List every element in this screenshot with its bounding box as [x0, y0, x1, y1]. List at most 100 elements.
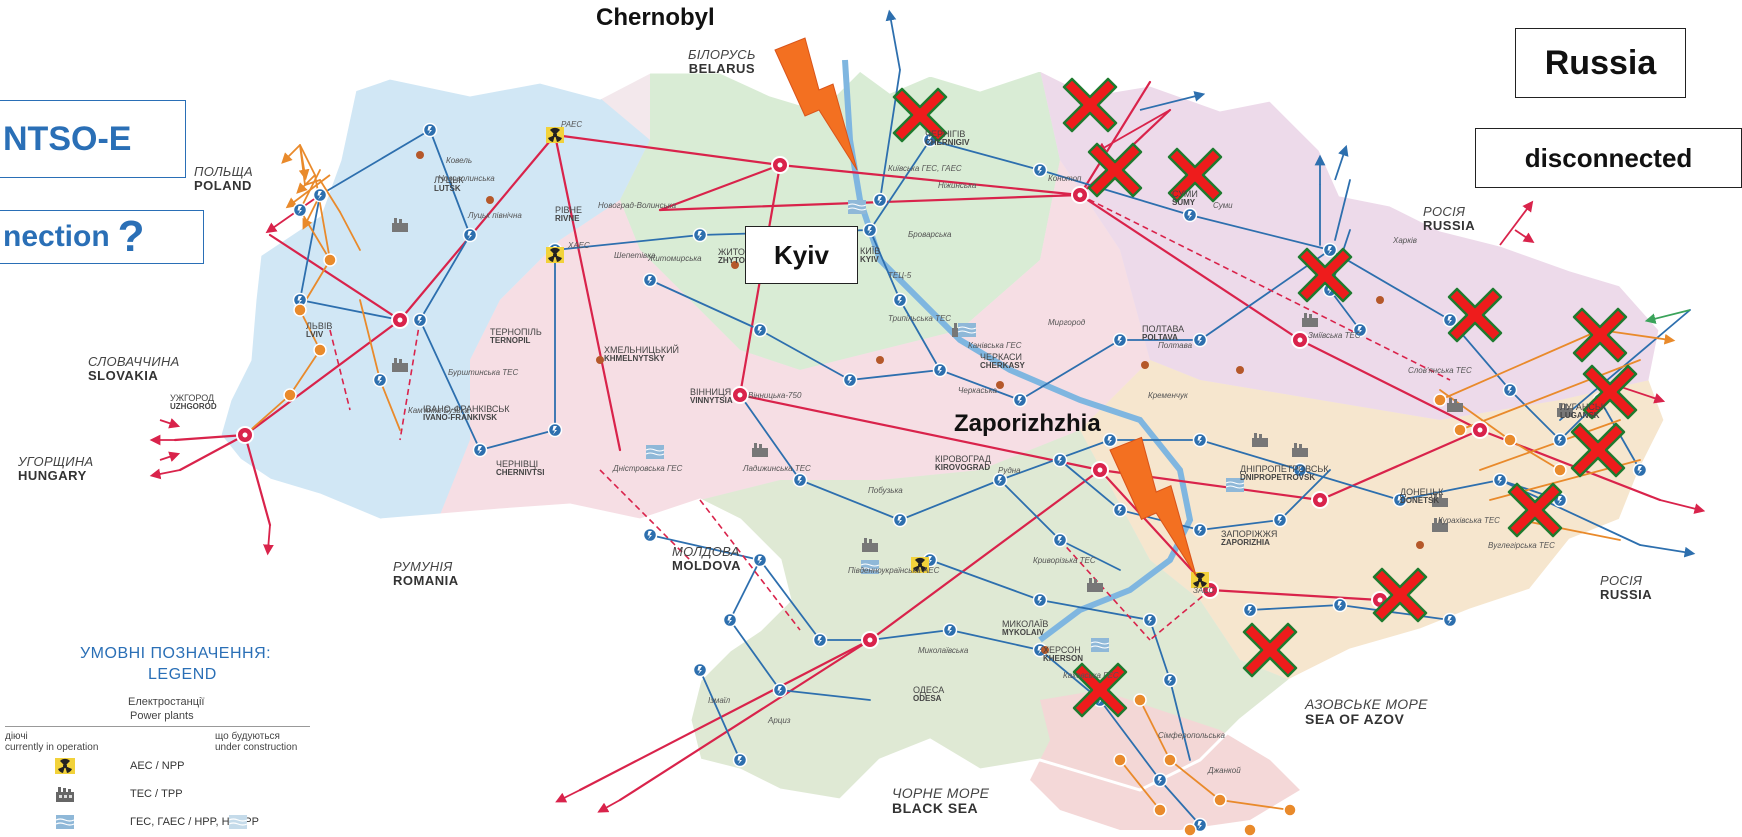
tpp-factory-icon-6: [1432, 493, 1448, 507]
hpp-hydro-icon-2: [645, 445, 665, 459]
cross-shape-11: [1242, 622, 1298, 678]
line-red-3: [553, 133, 622, 452]
station-label: Каховська ГЕС: [1063, 671, 1119, 680]
line-orange-98: [244, 394, 291, 436]
substation-220-1: [313, 343, 327, 357]
substation-bolt-0: [427, 126, 432, 135]
station-label: Миколаївська: [918, 646, 969, 655]
npp-blade-b-2: [913, 565, 920, 572]
line-planned-0: [779, 164, 1081, 196]
hpp-wave-a-1: [957, 326, 977, 330]
station-label: Слов'янська ТЕС: [1408, 366, 1472, 375]
tpp-stack-a-12: [1559, 403, 1562, 409]
line-red-15: [1078, 80, 1152, 197]
cross-shape-0: [892, 87, 948, 143]
export-arrow-17: [285, 174, 331, 209]
line-red-2: [243, 318, 402, 437]
disconnected-cross-icon-12: [1072, 662, 1128, 718]
export-arrow-0: [885, 9, 901, 71]
disconnected-cross-icon-7: [1582, 364, 1638, 420]
tpp-stack-b-4: [759, 444, 762, 449]
line-planned-4: [1059, 539, 1151, 641]
station-label: Київська ГЕС, ГАЕС: [888, 164, 962, 173]
substation-bolt-19: [997, 476, 1002, 485]
substation-750-dot-8: [1077, 192, 1083, 198]
overlay-marks-layer: [774, 37, 1638, 718]
tpp-factory-icon-8: [1432, 518, 1448, 532]
hpp-hydro-icon-1: [957, 323, 977, 337]
substation-bolt-9: [1187, 211, 1192, 220]
entsoe-text: NTSO-E: [3, 119, 132, 158]
npp-blade-c-0: [555, 135, 562, 142]
npp-blade-c-3: [1200, 580, 1207, 587]
substation-220-15: [1243, 823, 1257, 837]
legend-panel: УМОВНІ ПОЗНАЧЕННЯ: LEGEND Електростанції…: [0, 640, 320, 837]
tpp-stack-a-3: [864, 538, 867, 544]
substation-220-3: [323, 253, 337, 267]
substation-750-dot-6: [1477, 427, 1483, 433]
line-red-8: [738, 393, 1102, 472]
substation-bolt-50: [1557, 436, 1562, 445]
export-arrow-1: [1139, 91, 1206, 111]
export-arrow-18: [281, 144, 301, 164]
legend-divider: [5, 726, 310, 727]
line-blue-63: [1249, 604, 1341, 611]
export-arrow-2: [1095, 109, 1171, 153]
substation-750-dot-5: [1317, 497, 1323, 503]
plant-dot-10: [1041, 646, 1049, 654]
line-orange-107: [1519, 519, 1621, 541]
legend-col-a-en: currently in operation: [5, 742, 99, 753]
plant-dot-1: [486, 196, 494, 204]
legend-col-b-ua: що будуються: [215, 731, 280, 742]
line-blue-89: [759, 329, 851, 381]
npp-blade-b-3: [1193, 580, 1200, 587]
substation-bolt-31: [817, 636, 822, 645]
station-label: ТЕЦ-5: [888, 271, 912, 280]
line-orange-112: [1219, 799, 1291, 811]
station-label: Харків: [1393, 236, 1417, 245]
region-east: [1040, 70, 1660, 420]
disconnected-cross-icon-9: [1507, 482, 1563, 538]
hpp-bg-5: [1226, 478, 1244, 492]
tpp-body-1: [392, 363, 408, 372]
line-blue-39: [1019, 339, 1121, 401]
substation-bolt-53: [647, 276, 652, 285]
line-blue-61: [1149, 619, 1171, 681]
substation-750-dot-3: [737, 392, 743, 398]
substation-bolt-64: [1197, 821, 1202, 830]
substation-220-8: [1283, 803, 1297, 817]
line-red-0: [553, 133, 782, 167]
disconnected-cross-icon-0: [892, 87, 948, 143]
substation-bolt-49: [1507, 386, 1512, 395]
station-label: Шепетівка: [614, 251, 656, 260]
line-blue-76: [1509, 389, 1561, 441]
lightning-bolt-zaporizhzhia-shape: [1109, 436, 1197, 577]
substation-bolt-2: [417, 316, 422, 325]
substation-bolt-41: [1117, 506, 1122, 515]
substation-bolt-13: [937, 366, 942, 375]
substation-bolt-12: [897, 296, 902, 305]
substation-bolt-8: [1037, 166, 1042, 175]
substation-bolt-56: [1057, 536, 1062, 545]
substation-bolt-16: [1197, 336, 1202, 345]
line-blue-34: [1189, 214, 1331, 251]
line-red-22: [268, 233, 402, 322]
station-label: Новоград-Волинська: [598, 201, 677, 210]
npp-blade-a-3: [1195, 572, 1205, 580]
line-red-21: [868, 468, 1102, 642]
substation-220-7: [1113, 753, 1127, 767]
hpp-hydro-icon-3: [860, 560, 880, 574]
connection-text: nection: [3, 220, 110, 253]
line-planned-5: [399, 319, 421, 441]
line-planned-7: [1149, 589, 1211, 641]
station-label: Луцьк північна: [468, 211, 522, 220]
npp-blade-a-0: [550, 127, 560, 135]
line-orange-103: [1439, 329, 1601, 401]
tpp-factory-icon-12: [1557, 403, 1573, 417]
